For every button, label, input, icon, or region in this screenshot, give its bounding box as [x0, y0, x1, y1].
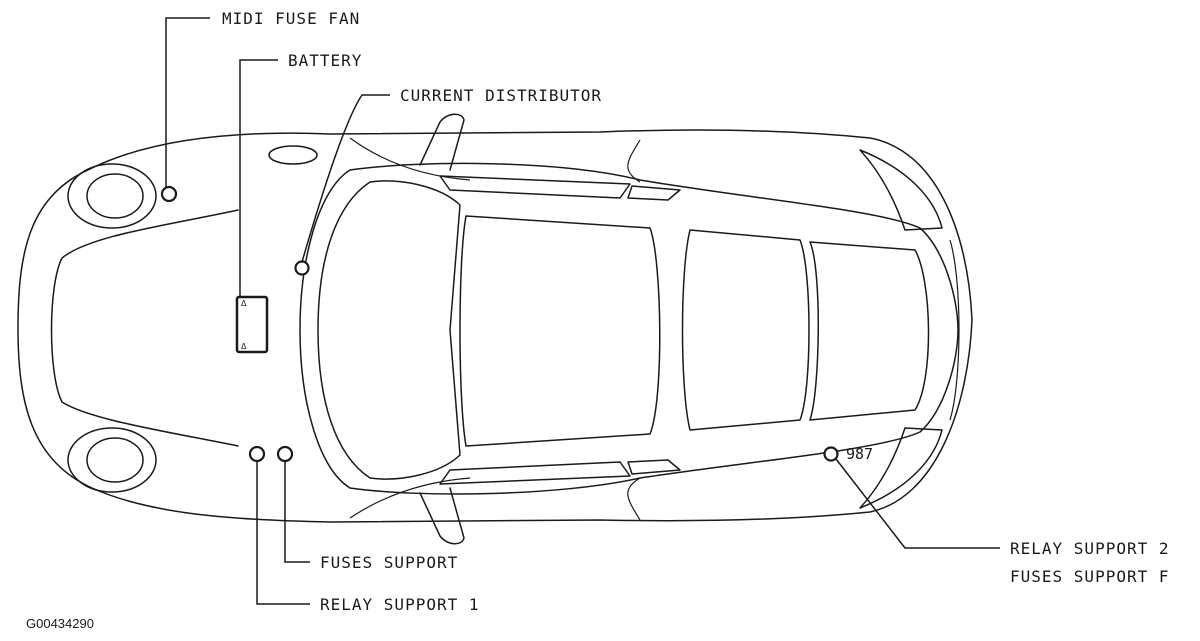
- marker-current-distributor: [294, 260, 310, 276]
- headlight-right: [67, 427, 157, 493]
- label-relay-support-1: RELAY SUPPORT 1: [320, 595, 480, 614]
- battery-terminal-positive: Δ: [241, 299, 247, 308]
- label-current-distributor: CURRENT DISTRIBUTOR: [400, 86, 602, 105]
- seats-area: [459, 215, 661, 447]
- engine-cover: [809, 241, 930, 421]
- leader-relay-support-1: [256, 461, 310, 605]
- door-line-right-rear: [627, 477, 641, 521]
- marker-fuses-support: [276, 445, 294, 463]
- marker-relay-support-2: [823, 446, 839, 462]
- battery-terminal-negative: Δ: [241, 342, 247, 351]
- side-window-right: [439, 461, 631, 485]
- model-tag: 987: [846, 445, 873, 463]
- mirror-left: [419, 113, 465, 171]
- leader-fuses-support: [284, 461, 310, 563]
- hood-vent: [268, 145, 318, 165]
- label-midi-fuse-fan: MIDI FUSE FAN: [222, 9, 360, 28]
- headlight-left: [67, 163, 157, 229]
- label-fuses-support: FUSES SUPPORT: [320, 553, 458, 572]
- battery-box: [235, 295, 269, 354]
- mirror-right: [419, 487, 465, 545]
- label-fuses-support-f: FUSES SUPPORT F: [1010, 567, 1170, 586]
- cabin-outline: [299, 162, 959, 495]
- car-outline: [17, 113, 973, 545]
- door-line-left: [349, 137, 471, 181]
- rear-intake-right: [859, 427, 943, 509]
- side-window-right-rear: [627, 459, 681, 475]
- leader-battery: [239, 59, 278, 297]
- hood-contour: [50, 209, 239, 447]
- marker-midi-fuse-fan: [160, 185, 178, 203]
- leader-current-distributor: [301, 94, 390, 263]
- rear-deck: [681, 229, 810, 431]
- windshield: [317, 180, 461, 480]
- headlight-left-inner: [86, 173, 144, 219]
- figure-id: G00434290: [26, 616, 94, 631]
- car-body: [17, 129, 973, 523]
- door-line-right: [349, 477, 471, 519]
- rear-intake-left: [859, 149, 943, 231]
- leader-midi-fuse-fan: [165, 17, 210, 187]
- side-window-left-rear: [627, 185, 681, 201]
- side-window-left: [439, 175, 631, 199]
- leader-relay-support-2: [835, 458, 1000, 549]
- rear-bumper: [949, 239, 960, 421]
- label-battery: BATTERY: [288, 51, 362, 70]
- label-relay-support-2: RELAY SUPPORT 2: [1010, 539, 1170, 558]
- marker-relay-support-1: [248, 445, 266, 463]
- headlight-right-inner: [86, 437, 144, 483]
- door-line-left-rear: [627, 139, 641, 183]
